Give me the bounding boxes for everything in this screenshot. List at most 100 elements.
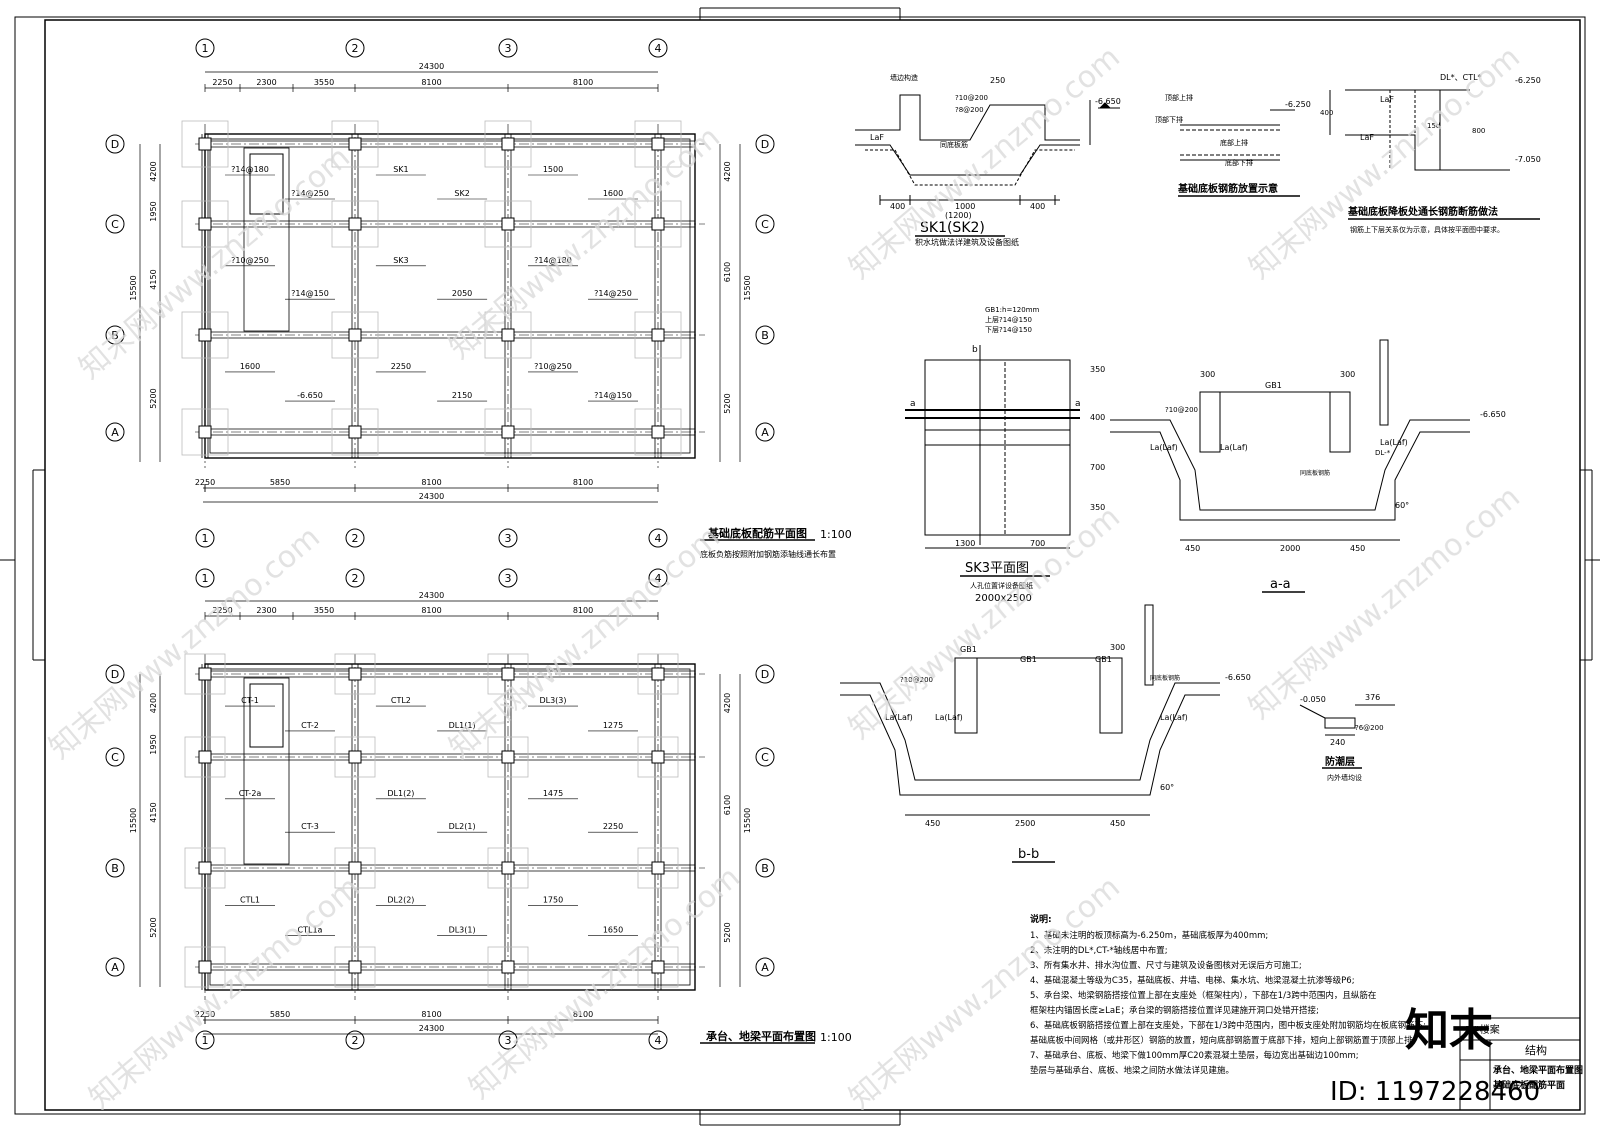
detail-sk1 [855, 94, 1120, 205]
sheet-edge-marks [0, 7, 1600, 1126]
dimension-text: 5200 [149, 388, 158, 408]
svg-text:?8@200: ?8@200 [955, 106, 984, 114]
annotation: ?14@250 [291, 189, 329, 198]
detail-damp-proof [1299, 704, 1395, 736]
plan1-scale: 1:100 [820, 528, 852, 541]
svg-text:La(Laf): La(Laf) [935, 713, 963, 722]
axis-label: C [761, 218, 769, 231]
pile-cap [487, 653, 529, 695]
annotation: CTL1a [298, 925, 323, 934]
annotation: SK3 [393, 256, 408, 265]
rebar-title: 基础底板钢筋放置示意 [1177, 182, 1278, 195]
axis-bubble [755, 422, 775, 442]
svg-text:400: 400 [890, 202, 905, 211]
svg-text:墙边构造: 墙边构造 [890, 73, 918, 82]
axis-bubble [498, 528, 518, 548]
svg-text:LaF: LaF [1380, 95, 1394, 104]
project-name: 5#楼案 [1465, 1023, 1500, 1036]
axis-bubble [755, 858, 775, 878]
annotation: DL1(2) [387, 789, 414, 798]
title-block-text: 5#楼案 结构 承台、地梁平面布置图 基础底板配筋平面 [1465, 1023, 1583, 1091]
pile-cap [637, 847, 679, 889]
svg-text:1300: 1300 [955, 539, 975, 548]
svg-text:300: 300 [1110, 643, 1125, 652]
axis-bubble [105, 957, 125, 977]
svg-text:(1200): (1200) [945, 211, 972, 220]
dimension-text: 5200 [723, 922, 732, 942]
svg-text:1000: 1000 [955, 202, 975, 211]
column [651, 667, 665, 681]
pile-cap [181, 311, 229, 359]
dimension-text: 4200 [149, 161, 158, 181]
svg-text:GB1: GB1 [1095, 655, 1112, 664]
svg-text:60°: 60° [1160, 783, 1174, 792]
annotation: DL1(1) [449, 721, 476, 730]
notes-heading: 说明: [1030, 913, 1052, 925]
notes-item: 3、所有集水井、排水沟位置、尺寸与建筑及设备图核对无误后方可施工; [1030, 960, 1302, 971]
dimension-text: 3550 [314, 78, 334, 87]
annotation: ?14@150 [291, 289, 329, 298]
pile-cap [181, 408, 229, 456]
discipline: 结构 [1525, 1043, 1547, 1057]
pile-cap [184, 946, 226, 988]
svg-text:GB1: GB1 [960, 645, 977, 654]
pile-cap [181, 200, 229, 248]
axis-label: 2 [352, 532, 359, 545]
detail-sk1-text: 400 1000 400 250 -6.650 墙边构造 LaF 同底板筋 ?1… [870, 73, 1121, 247]
annotation: SK2 [454, 189, 469, 198]
drawing-name-2: 基础底板配筋平面 [1492, 1079, 1565, 1091]
column [348, 667, 362, 681]
drawing-name: 承台、地梁平面布置图 [1493, 1064, 1583, 1076]
column [198, 667, 212, 681]
pile-cap [484, 408, 532, 456]
axis-bubble [498, 1030, 518, 1050]
axis-label: 3 [505, 532, 512, 545]
dpc-note: 内外墙均设 [1327, 773, 1362, 782]
dimension-text: 2250 [212, 606, 232, 615]
svg-text:60°: 60° [1395, 501, 1409, 510]
notes-item: 基础底板中间网格（或井形区）钢筋的放置，短向底部钢筋置于底部下排，短向上部钢筋置… [1030, 1035, 1415, 1046]
axis-label: 4 [655, 42, 662, 55]
axis-label: C [761, 751, 769, 764]
svg-text:450: 450 [1110, 819, 1125, 828]
column [198, 217, 212, 231]
svg-text:376: 376 [1365, 693, 1380, 702]
column [651, 960, 665, 974]
pile-cap [181, 120, 229, 168]
dimension-text: 15500 [743, 808, 752, 833]
dimension-text: 6100 [723, 795, 732, 815]
dimension-text: 8100 [573, 478, 593, 487]
pile-cap [484, 311, 532, 359]
svg-text:底部下排: 底部下排 [1225, 158, 1253, 167]
axis-bubble [648, 38, 668, 58]
pile-cap [634, 120, 682, 168]
foundation-outline [204, 663, 696, 991]
column [501, 328, 515, 342]
column [198, 960, 212, 974]
svg-text:-7.050: -7.050 [1515, 155, 1541, 164]
column [198, 137, 212, 151]
watermark-logo: 知末 [1405, 1005, 1493, 1056]
svg-text:La(Laf): La(Laf) [885, 713, 913, 722]
svg-text:-6.650: -6.650 [1095, 97, 1121, 106]
annotation: 1600 [240, 362, 260, 371]
axis-label: C [111, 751, 119, 764]
plan1-title-block: 基础底板配筋平面图 1:100 底板负筋按照附加钢筋添轴线通长布置 [700, 526, 852, 559]
annotation: SK1 [393, 165, 408, 174]
axis-bubble [755, 134, 775, 154]
dimension-text: 4150 [149, 269, 158, 289]
foundation-outline-inner [209, 138, 691, 454]
axis-bubble [195, 528, 215, 548]
axis-label: 1 [202, 532, 209, 545]
svg-text:DL*、CTL*: DL*、CTL* [1440, 73, 1482, 82]
column [651, 217, 665, 231]
axis-label: D [111, 668, 119, 681]
svg-text:700: 700 [1030, 539, 1045, 548]
pile-cap [331, 311, 379, 359]
plan2-title-block: 承台、地梁平面布置图 1:100 [700, 1029, 852, 1044]
svg-text:700: 700 [1090, 463, 1105, 472]
svg-text:450: 450 [925, 819, 940, 828]
column [651, 328, 665, 342]
axis-bubble [755, 664, 775, 684]
notes-item: 4、基础混凝土等级为C35，基础底板、井墙、电梯、集水坑、地梁混凝土抗渗等级P6… [1030, 975, 1355, 986]
